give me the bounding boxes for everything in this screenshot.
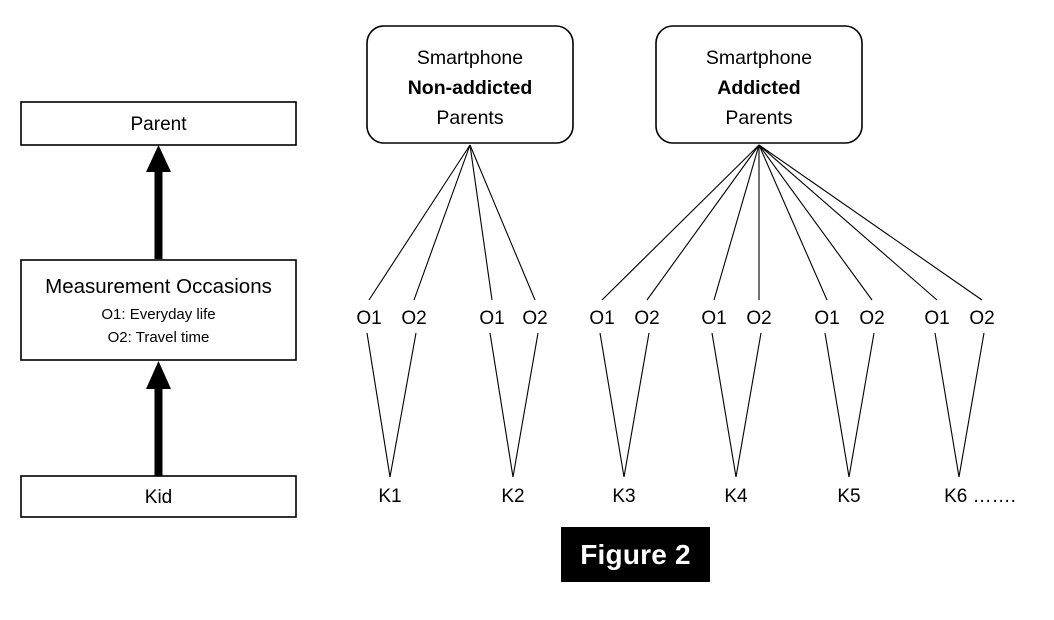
occasion-label: O2 (969, 308, 994, 329)
group-addicted: Smartphone Addicted Parents O1 O2 O1 O2 … (589, 25, 1016, 507)
occasion-label: O2 (401, 308, 426, 329)
edge-parent-to-occasion (713, 144, 760, 301)
edge-occasion-to-kid (934, 332, 960, 478)
addicted-fan-edges (601, 144, 983, 301)
measurement-occasions-sub-line-2: O2: Travel time (108, 329, 210, 346)
kid-label: K3 (612, 486, 635, 507)
kid-label: K4 (724, 486, 748, 507)
non-addicted-title-line-3: Parents (436, 107, 503, 129)
edge-occasion-to-kid (711, 332, 737, 478)
occasion-label: O1 (924, 308, 949, 329)
arrow-occasions-to-parent (146, 145, 171, 259)
figure-caption-text: Figure 2 (580, 538, 691, 570)
legend-box-parent: Parent (20, 101, 297, 146)
addicted-kid-edges (599, 332, 985, 478)
measurement-occasions-sub-line-1: O1: Everyday life (101, 306, 215, 323)
occasion-label: O1 (356, 308, 381, 329)
edge-parent-to-occasion (758, 144, 873, 301)
edge-parent-to-occasion (758, 144, 983, 301)
parent-box-label: Parent (131, 114, 188, 135)
group-non-addicted: Smartphone Non-addicted Parents O1 O2 O1… (356, 25, 574, 507)
kid-label: K1 (378, 486, 401, 507)
arrow-head-up-icon (146, 361, 171, 389)
kid-box-outline (20, 475, 297, 518)
non-addicted-title-line-1: Smartphone (417, 47, 523, 69)
edge-parent-to-occasion (758, 144, 828, 301)
edge-parent-to-occasion (413, 144, 471, 301)
edge-occasion-to-kid (489, 332, 514, 478)
edge-occasion-to-kid (824, 332, 850, 478)
edge-parent-to-occasion (601, 144, 760, 301)
non-addicted-node-outline (366, 25, 574, 144)
edge-occasion-to-kid (848, 332, 875, 478)
measurement-occasions-box-outline (20, 259, 297, 361)
kid-box-label: Kid (145, 487, 172, 508)
kid-label: K6 ……. (944, 486, 1016, 507)
edge-parent-to-occasion (758, 144, 938, 301)
edge-occasion-to-kid (623, 332, 650, 478)
measurement-occasions-heading: Measurement Occasions (45, 275, 272, 298)
addicted-node-outline (655, 25, 863, 144)
occasion-label: O1 (479, 308, 504, 329)
legend-panel: Parent Measurement Occasions O1: Everyda… (20, 101, 297, 518)
edge-occasion-to-kid (389, 332, 417, 478)
kid-label: K5 (837, 486, 860, 507)
edge-parent-to-occasion (469, 144, 536, 301)
occasion-label: O1 (814, 308, 839, 329)
occasion-label: O2 (522, 308, 547, 329)
figure-caption-band: Figure 2 (561, 527, 710, 582)
edge-parent-to-occasion (368, 144, 471, 301)
non-addicted-kid-edges (366, 332, 539, 478)
occasion-label: O2 (859, 308, 884, 329)
edge-occasion-to-kid (512, 332, 539, 478)
legend-box-kid: Kid (20, 475, 297, 518)
non-addicted-title-line-2: Non-addicted (408, 77, 533, 99)
arrow-head-up-icon (146, 145, 171, 172)
addicted-title-line-3: Parents (725, 107, 792, 129)
parent-box-outline (20, 101, 297, 146)
occasion-label: O1 (589, 308, 614, 329)
edge-occasion-to-kid (735, 332, 762, 478)
kid-label: K2 (501, 486, 524, 507)
non-addicted-fan-edges (368, 144, 536, 301)
occasion-label: O2 (634, 308, 659, 329)
legend-box-measurement-occasions: Measurement Occasions O1: Everyday life … (20, 259, 297, 361)
edge-occasion-to-kid (366, 332, 391, 478)
edge-parent-to-occasion (646, 144, 760, 301)
edge-occasion-to-kid (958, 332, 985, 478)
occasion-label: O1 (701, 308, 726, 329)
arrow-kid-to-occasions (146, 361, 171, 476)
edge-occasion-to-kid (599, 332, 625, 478)
occasion-label: O2 (746, 308, 771, 329)
addicted-title-line-2: Addicted (717, 77, 800, 99)
addicted-title-line-1: Smartphone (706, 47, 812, 69)
edge-parent-to-occasion (469, 144, 493, 301)
